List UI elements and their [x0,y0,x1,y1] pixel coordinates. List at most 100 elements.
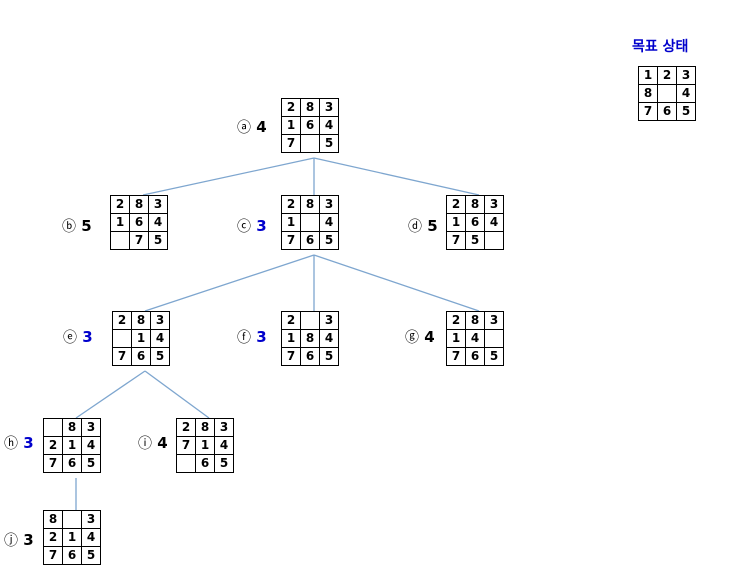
node-h-cell: 4 [81,436,101,455]
node-g-cell: 3 [484,311,504,330]
node-f-cell: 7 [281,347,301,366]
node-a-cell: 3 [319,98,339,117]
node-i-value: 4 [157,434,168,452]
node-j-cell: 2 [43,528,63,547]
goal-cell [657,84,677,103]
node-f-cell: 5 [319,347,339,366]
node-i-cell: 4 [214,436,234,455]
node-b-cell: 4 [148,213,168,232]
node-d-cell: 1 [446,213,466,232]
node-j-cell [62,510,82,529]
node-e-cell: 2 [112,311,132,330]
node-c-cell: 8 [300,195,320,214]
node-a-value: 4 [256,118,267,136]
goal-cell: 2 [657,66,677,85]
node-g-cell [484,329,504,348]
goal-cell: 5 [676,102,696,121]
node-i-cell [176,454,196,473]
goal-cell: 7 [638,102,658,121]
node-a-cell: 1 [281,116,301,135]
node-f-cell [300,311,320,330]
node-c-cell: 2 [281,195,301,214]
node-j-cell: 8 [43,510,63,529]
edge-a-d [313,157,480,196]
node-h-cell: 6 [62,454,82,473]
node-h-cell: 3 [81,418,101,437]
node-g-cell: 5 [484,347,504,366]
node-e-cell: 4 [150,329,170,348]
node-j-value: 3 [23,531,34,549]
node-e-cell: 8 [131,311,151,330]
node-j-label: ⓙ 3 [4,531,34,550]
node-a-label: ⓐ 4 [237,118,267,137]
node-g-cell: 6 [465,347,485,366]
node-b-cell: 7 [129,231,149,250]
node-g-label: ⓖ 4 [405,328,435,347]
node-j-cell: 1 [62,528,82,547]
node-b-cell: 5 [148,231,168,250]
node-f-cell: 6 [300,347,320,366]
node-h-cell: 5 [81,454,101,473]
node-d-cell [484,231,504,250]
goal-cell: 3 [676,66,696,85]
node-c-cell: 1 [281,213,301,232]
node-c-cell: 5 [319,231,339,250]
node-j-cell: 5 [81,546,101,565]
node-i-cell: 6 [195,454,215,473]
edge-c-g [313,254,480,312]
node-c-cell: 3 [319,195,339,214]
node-b-cell [110,231,130,250]
node-h-cell: 7 [43,454,63,473]
node-d-cell: 5 [465,231,485,250]
node-a-cell: 5 [319,134,339,153]
node-h-cell: 2 [43,436,63,455]
node-f-marker: ⓕ [237,330,251,346]
node-h-cell [43,418,63,437]
node-e-cell: 3 [150,311,170,330]
node-c-cell [300,213,320,232]
node-a-cell [300,134,320,153]
node-b-value: 5 [81,217,92,235]
node-f-label: ⓕ 3 [237,328,267,347]
node-i-cell: 1 [195,436,215,455]
node-g-value: 4 [424,328,435,346]
node-g-marker: ⓖ [405,330,419,346]
node-h-cell: 8 [62,418,82,437]
node-c-cell: 6 [300,231,320,250]
node-f-cell: 1 [281,329,301,348]
edge-a-b [142,157,315,196]
node-f-cell: 3 [319,311,339,330]
goal-cell: 8 [638,84,658,103]
node-h-label: ⓗ 3 [4,434,34,453]
node-c-value: 3 [256,217,267,235]
node-i-cell: 7 [176,436,196,455]
goal-cell: 1 [638,66,658,85]
node-b-marker: ⓑ [62,219,76,235]
node-g-cell: 4 [465,329,485,348]
node-h-marker: ⓗ [4,436,18,452]
node-c-cell: 4 [319,213,339,232]
node-i-cell: 8 [195,418,215,437]
node-i-cell: 2 [176,418,196,437]
node-c-label: ⓒ 3 [237,217,267,236]
node-e-cell [112,329,132,348]
node-g-cell: 8 [465,311,485,330]
node-a-cell: 7 [281,134,301,153]
node-j-cell: 4 [81,528,101,547]
edge-c-e [144,254,315,312]
node-e-marker: ⓔ [63,330,77,346]
edge-e-i [144,370,210,419]
node-f-cell: 4 [319,329,339,348]
node-e-cell: 7 [112,347,132,366]
node-a-cell: 8 [300,98,320,117]
node-b-cell: 8 [129,195,149,214]
node-j-cell: 6 [62,546,82,565]
goal-state-title: 목표 상태 [632,39,689,55]
